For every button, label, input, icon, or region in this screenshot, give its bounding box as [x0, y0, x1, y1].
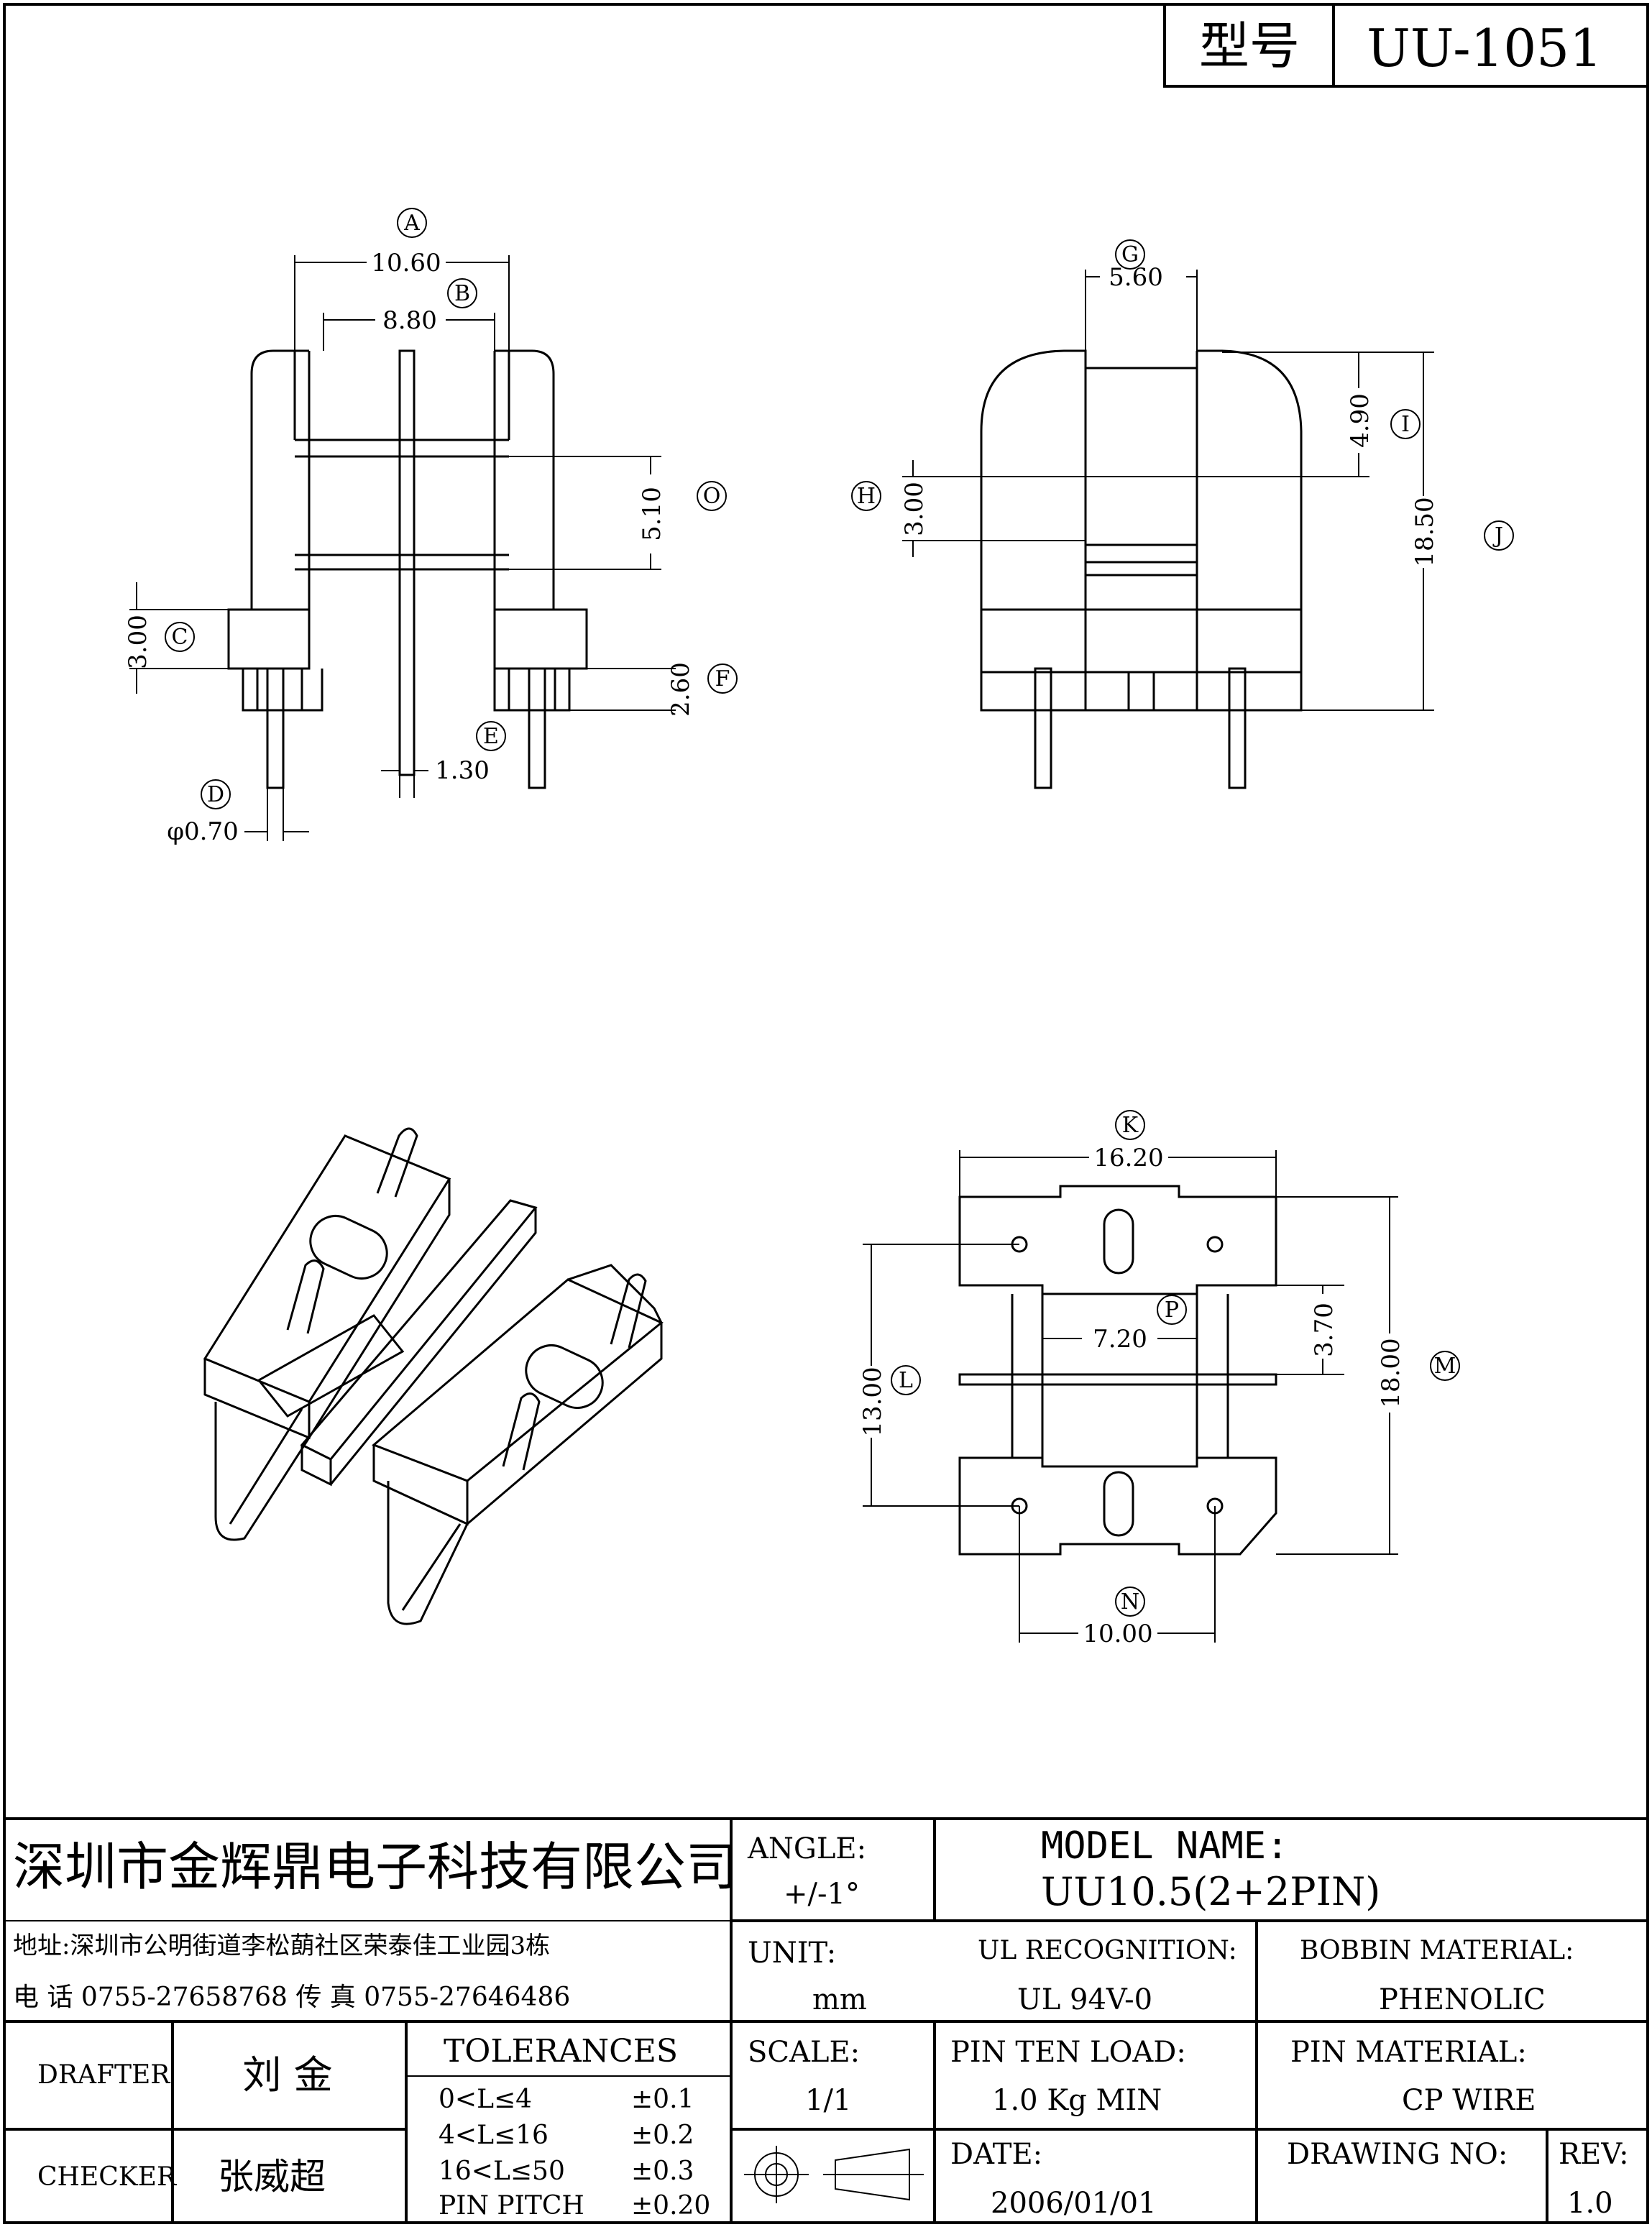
tol-range-3: 16<L≤50	[439, 2157, 565, 2186]
dim-o-label: O	[703, 484, 721, 509]
dim-m-value: 18.00	[1377, 1338, 1405, 1408]
model-label: 型号	[1199, 17, 1300, 75]
dim-f-value: 2.60	[666, 662, 695, 717]
drafter-label: DRAFTER	[37, 2060, 170, 2090]
checker-name: 张威超	[218, 2156, 326, 2198]
rev-label: REV:	[1559, 2138, 1629, 2171]
rev-value: 1.0	[1567, 2187, 1613, 2220]
dim-i-label: I	[1401, 412, 1410, 437]
dim-f-label: F	[715, 666, 730, 692]
side-view: 5.60 G 4.90 I 18.50 J 3.00 H	[851, 239, 1514, 789]
tol-value-2: ±0.2	[631, 2121, 694, 2150]
dim-d-value: φ0.70	[167, 817, 239, 846]
angle-label: ANGLE:	[747, 1832, 866, 1865]
tol-range-2: 4<L≤16	[439, 2121, 549, 2150]
model-name-label: MODEL NAME:	[1041, 1824, 1288, 1868]
bobbin-material-label: BOBBIN MATERIAL:	[1300, 1936, 1574, 1965]
pin-ten-load-label: PIN TEN LOAD:	[950, 2036, 1186, 2069]
dim-h-label: H	[857, 484, 876, 509]
dim-l-value: 13.00	[858, 1367, 887, 1436]
ul-recognition-label: UL RECOGNITION:	[978, 1936, 1237, 1965]
date-value: 2006/01/01	[991, 2187, 1157, 2220]
isometric-view	[203, 1127, 664, 1625]
dim-370-value: 3.70	[1310, 1303, 1339, 1357]
unit-value: mm	[812, 1983, 867, 2016]
pin-ten-load-value: 1.0 Kg MIN	[992, 2084, 1162, 2117]
dim-c-label: C	[172, 625, 188, 650]
dim-n-value: 10.00	[1083, 1620, 1152, 1648]
model-number-box: 型号 UU-1051	[1163, 3, 1649, 88]
tolerances-title: TOLERANCES	[444, 2033, 678, 2070]
drawing-no-label: DRAWING NO:	[1287, 2138, 1508, 2171]
drafter-name: 刘 金	[242, 2052, 332, 2098]
bottom-view: 16.20 K 7.20 P 3.70 13.00 L 18.00 M	[858, 1110, 1460, 1648]
dim-p-label: P	[1165, 1298, 1179, 1323]
dim-e-label: E	[483, 724, 499, 749]
scale-label: SCALE:	[748, 2036, 860, 2069]
angle-value: +/-1°	[784, 1878, 860, 1911]
projection-symbol	[744, 2146, 924, 2203]
dim-i-value: 4.90	[1346, 393, 1375, 448]
checker-label: CHECKER	[37, 2162, 177, 2192]
title-block: 深圳市金辉鼎电子科技有限公司 地址:深圳市公明街道李松蓢社区荣泰佳工业园3栋 电…	[4, 1817, 1648, 2223]
sheet-border	[3, 3, 1649, 2224]
dim-a-label: A	[403, 211, 420, 236]
dim-j-label: J	[1492, 523, 1503, 548]
tol-value-4: ±0.20	[631, 2191, 710, 2221]
bobbin-material-value: PHENOLIC	[1379, 1983, 1546, 2016]
dim-o-value: 5.10	[638, 487, 666, 541]
dim-c-value: 3.00	[124, 615, 152, 669]
dim-d-label: D	[207, 782, 224, 807]
pin-material-value: CP WIRE	[1402, 2084, 1536, 2117]
dim-h-value: 3.00	[900, 482, 929, 536]
tol-range-4: PIN PITCH	[439, 2191, 584, 2221]
dim-m-label: M	[1434, 1354, 1456, 1379]
tol-value-3: ±0.3	[631, 2157, 694, 2186]
date-label: DATE:	[950, 2138, 1042, 2171]
front-view: 10.60 A 8.80 B 5.10 O 3.00 C 2.60 F	[124, 208, 738, 846]
dim-j-value: 18.50	[1410, 497, 1439, 566]
dim-k-value: 16.20	[1093, 1144, 1163, 1172]
scale-value: 1/1	[805, 2084, 851, 2117]
model-name-value: UU10.5(2+2PIN)	[1041, 1869, 1380, 1914]
dim-e-value: 1.30	[435, 756, 490, 785]
company-address: 地址:深圳市公明街道李松蓢社区荣泰佳工业园3栋	[13, 1932, 550, 1960]
tol-range-1: 0<L≤4	[439, 2085, 532, 2114]
dim-p-value: 7.20	[1093, 1325, 1147, 1354]
company-name: 深圳市金辉鼎电子科技有限公司	[13, 1837, 738, 1897]
dim-k-label: K	[1122, 1113, 1139, 1138]
dim-l-label: L	[899, 1368, 913, 1393]
dim-b-label: B	[454, 281, 470, 306]
pin-material-label: PIN MATERIAL:	[1290, 2036, 1527, 2069]
dim-n-label: N	[1121, 1589, 1139, 1615]
dim-a-value: 10.60	[371, 249, 441, 277]
unit-label: UNIT:	[748, 1937, 836, 1970]
model-number: UU-1051	[1367, 18, 1602, 78]
ul-recognition-value: UL 94V-0	[1017, 1983, 1152, 2016]
tol-value-1: ±0.1	[631, 2085, 694, 2114]
company-contact: 电 话 0755-27658768 传 真 0755-27646486	[13, 1983, 570, 2012]
dim-b-value: 8.80	[382, 306, 437, 335]
dim-g-label: G	[1121, 242, 1139, 267]
